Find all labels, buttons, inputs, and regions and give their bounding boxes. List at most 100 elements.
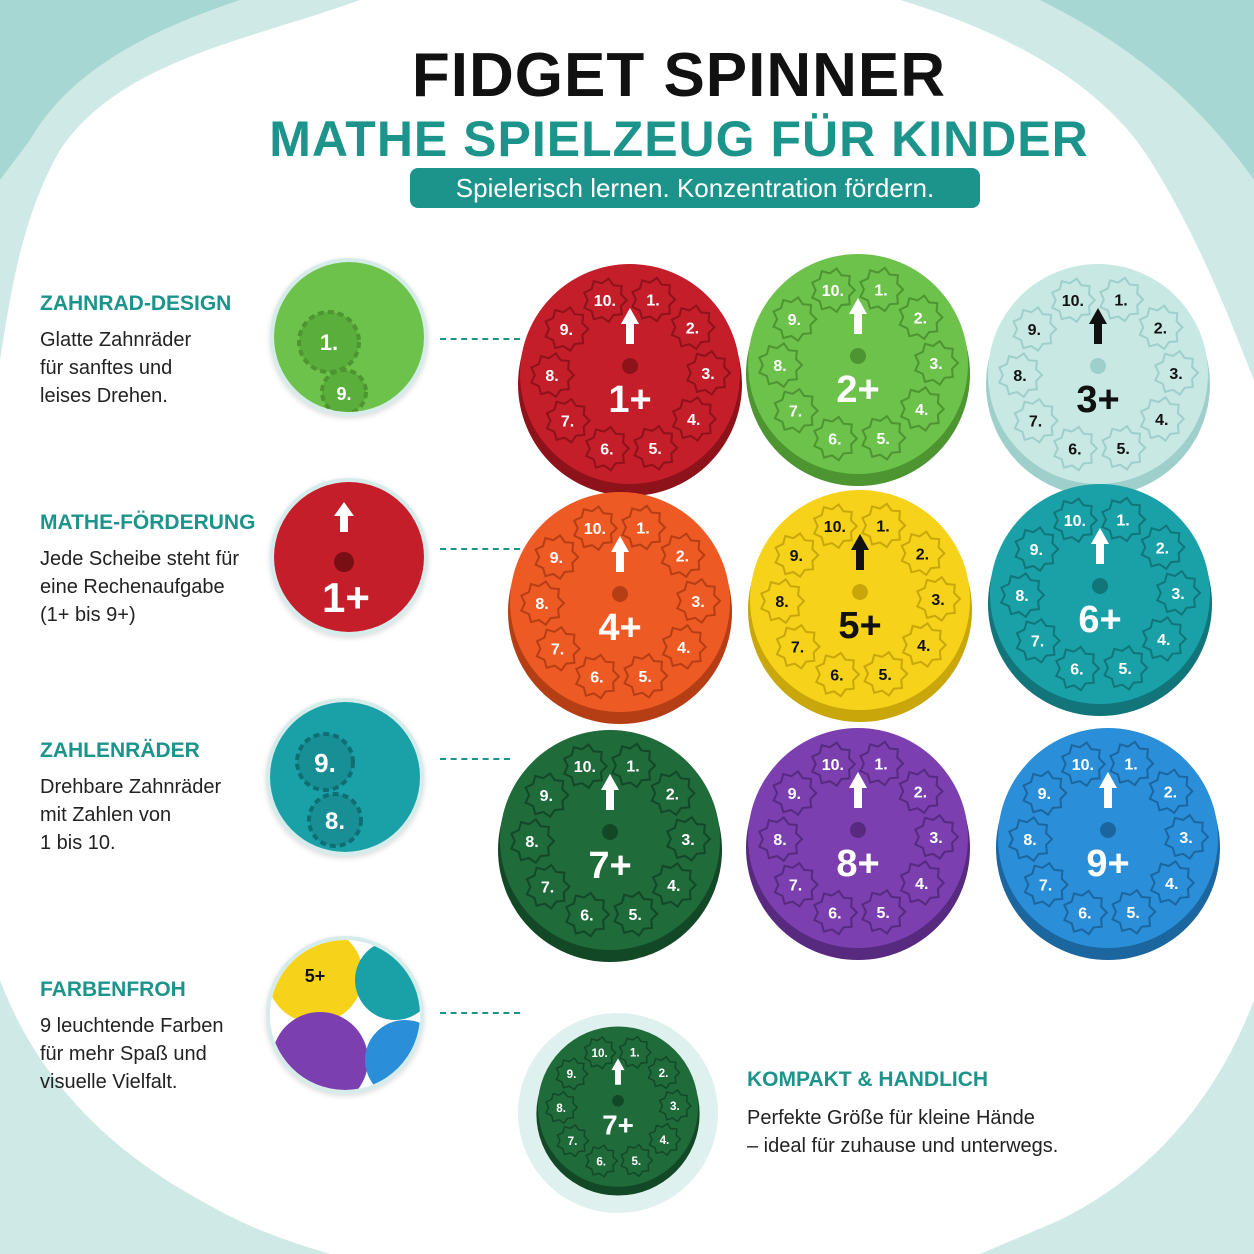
gear-number: 3. xyxy=(681,832,694,849)
number-gear xyxy=(1014,526,1060,573)
number-gear xyxy=(1060,741,1107,788)
feature-zahnrad-design: ZAHNRAD-DESIGN Glatte Zahnräder für sanf… xyxy=(40,292,270,410)
center-hole xyxy=(612,586,628,602)
number-gear xyxy=(650,770,696,817)
gear-number: 7. xyxy=(561,414,574,431)
number-gear xyxy=(1139,395,1186,442)
gear-number: 3. xyxy=(701,366,714,383)
spinner-disc: 1.2.3.4.5.6.7.8.9.10.3+ xyxy=(986,264,1210,496)
number-gear xyxy=(1140,524,1186,571)
spinner-label: 1+ xyxy=(608,379,651,421)
feature-zahlenraeder: ZAHLENRÄDER Drehbare Zahnräder mit Zahle… xyxy=(40,739,270,857)
gear-number: 9. xyxy=(788,312,801,329)
gear-number: 6. xyxy=(1068,442,1081,459)
number-gear xyxy=(564,891,611,938)
number-gear xyxy=(545,1090,579,1125)
spinner-disc: 1.2.3.4.5.6.7.8.9.10.5+ xyxy=(748,490,972,722)
number-gear xyxy=(1101,496,1147,543)
number-gear xyxy=(631,276,677,323)
spinner-3: 1.2.3.4.5.6.7.8.9.10.3+ xyxy=(980,262,1216,498)
number-gear xyxy=(900,530,946,577)
gear-number: 3. xyxy=(1169,366,1182,383)
spinner-8: 1.2.3.4.5.6.7.8.9.10.8+ xyxy=(740,726,976,962)
gear-number: 5. xyxy=(1116,441,1129,458)
gear-number: 2. xyxy=(916,546,929,563)
number-gear xyxy=(618,1035,652,1070)
gear-number: 6. xyxy=(600,442,613,459)
gear-number: 3. xyxy=(931,592,944,609)
number-gear xyxy=(757,816,804,863)
number-gear xyxy=(545,397,592,444)
number-gear xyxy=(529,352,576,399)
number-gear xyxy=(810,267,857,314)
gear-number: 8. xyxy=(773,832,786,849)
arrow-up-icon xyxy=(849,298,867,334)
number-gear xyxy=(1022,770,1068,817)
spinner-disc: 1.2.3.4.5.6.7.8.9.10.4+ xyxy=(508,492,732,724)
gear-number: 1. xyxy=(636,520,649,537)
gear-number: 5. xyxy=(876,905,889,922)
number-gear xyxy=(1111,888,1157,935)
gear-number: 1. xyxy=(1124,756,1137,773)
gear-number: 6. xyxy=(828,432,841,449)
connector-line xyxy=(440,1012,520,1014)
number-gear xyxy=(1149,859,1196,906)
number-gear xyxy=(525,863,572,910)
gear-number: 4. xyxy=(917,638,930,655)
gear-number: 8. xyxy=(535,596,548,613)
page-title: FIDGET SPINNER xyxy=(411,41,947,110)
gear-number: 2. xyxy=(1156,540,1169,557)
gear-number: 3. xyxy=(691,594,704,611)
gear-number: 10. xyxy=(574,759,596,776)
gear-number: 2. xyxy=(666,786,679,803)
gear-number: 3. xyxy=(929,356,942,373)
gear-number: 9. xyxy=(1028,322,1041,339)
gear-number: 2. xyxy=(914,784,927,801)
gear-number: 2. xyxy=(1154,320,1167,337)
spinner-label: 6+ xyxy=(1078,599,1121,641)
number-gear xyxy=(901,621,948,668)
gear-number: 2. xyxy=(659,1067,669,1080)
number-gear xyxy=(1052,425,1099,472)
gear-number: 10. xyxy=(1064,513,1086,530)
gear-number: 9. xyxy=(567,1068,577,1081)
feature-text: 9 leuchtende Farben für mehr Spaß und vi… xyxy=(40,1015,224,1093)
gear-number: 10. xyxy=(594,293,616,310)
feature-title: ZAHLENRÄDER xyxy=(40,739,200,762)
gear-number: 2. xyxy=(686,320,699,337)
number-gear xyxy=(913,339,960,386)
number-gear xyxy=(759,578,806,625)
connector-line xyxy=(440,758,510,760)
gear-number: 7. xyxy=(789,878,802,895)
number-gear xyxy=(1013,397,1060,444)
number-gear xyxy=(556,1123,590,1158)
gear-number: 9. xyxy=(1038,786,1051,803)
number-gear xyxy=(1163,813,1210,860)
gear-number: 4. xyxy=(677,640,690,657)
connector-line xyxy=(440,338,520,340)
number-gear xyxy=(812,889,859,936)
feature-kompakt: KOMPAKT & HANDLICH Perfekte Größe für kl… xyxy=(747,1068,1107,1160)
number-gear xyxy=(861,888,907,935)
spinner-label: 2+ xyxy=(836,369,879,411)
spinner-disc: 1.2.3.4.5.6.7.8.9.10.7+ xyxy=(498,730,722,962)
gear-number: 9. xyxy=(1030,542,1043,559)
number-gear xyxy=(582,277,629,324)
number-gear xyxy=(534,534,580,581)
gear-number: 6. xyxy=(596,1155,606,1168)
spinner-label: 7+ xyxy=(588,845,631,887)
red-spinner-thumb: 1+ xyxy=(270,478,428,636)
gear-number: 6. xyxy=(1070,662,1083,679)
arrow-up-icon xyxy=(601,774,619,810)
spinner-disc: 1.2.3.4.5.6.7.8.9.10.6+ xyxy=(988,484,1212,716)
number-gear xyxy=(861,502,907,549)
number-gear xyxy=(658,1088,692,1123)
number-gear xyxy=(544,306,590,353)
number-gear xyxy=(1109,740,1155,787)
spinner-disc: 1.2.3.4.5.6.7.8.9.10.1+ xyxy=(518,264,742,496)
spinner-disc: 1.2.3.4.5.6.7.8.9.10.7+ xyxy=(536,1026,700,1196)
gear-number: 1. xyxy=(1116,512,1129,529)
gear-number: 7. xyxy=(1031,634,1044,651)
red-spinner-image: 1+ xyxy=(274,482,424,632)
number-gear xyxy=(997,352,1044,399)
